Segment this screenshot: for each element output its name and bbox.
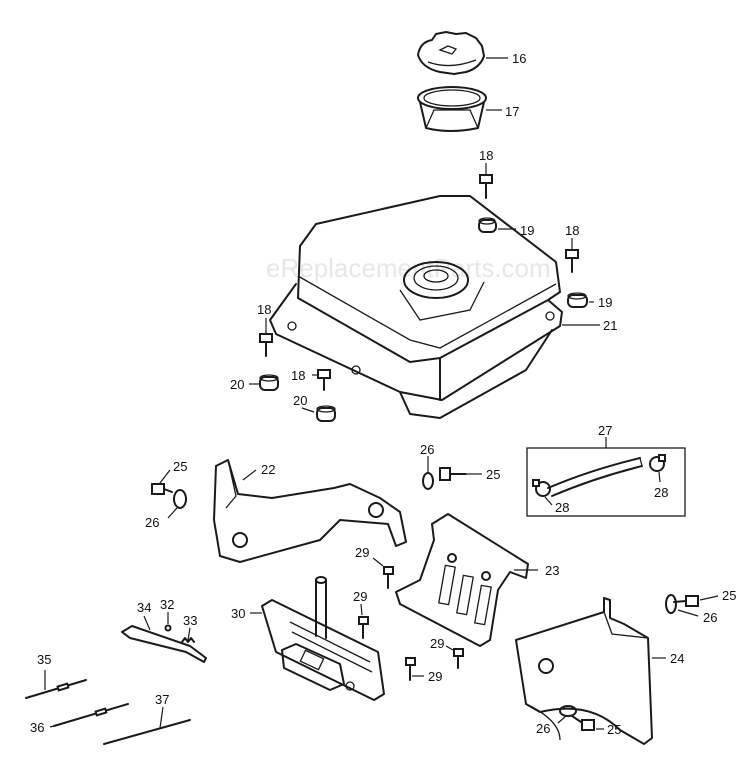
callout-16[interactable]: 16 — [512, 51, 526, 66]
leader-26-bottom — [557, 715, 567, 724]
callout-25-left[interactable]: 25 — [173, 459, 187, 474]
choke-lever-part-34[interactable] — [121, 625, 207, 663]
callout-27[interactable]: 27 — [598, 423, 612, 438]
screw-part-29-c[interactable] — [453, 648, 464, 669]
fuel-strainer-part-17[interactable] — [417, 86, 487, 132]
leader-26-right — [677, 609, 699, 617]
callout-36[interactable]: 36 — [30, 720, 44, 735]
fuel-tank-part-21[interactable] — [269, 195, 563, 419]
side-cover-part-24[interactable] — [515, 597, 653, 745]
callout-25-right[interactable]: 25 — [722, 588, 736, 603]
callout-26-left[interactable]: 26 — [145, 515, 159, 530]
spacer-part-20-lower[interactable] — [316, 405, 336, 422]
callout-19-right[interactable]: 19 — [598, 295, 612, 310]
spring-part-33[interactable] — [181, 637, 195, 643]
hose-clamp-part-28-left[interactable] — [532, 479, 551, 497]
callout-18-lower[interactable]: 18 — [291, 368, 305, 383]
tank-bracket-part-22[interactable] — [213, 459, 407, 563]
leader-28-right — [658, 471, 661, 483]
bolt-part-25-bottom[interactable] — [571, 715, 595, 731]
leader-33 — [187, 627, 191, 641]
washer-part-26-mid[interactable] — [422, 472, 434, 490]
leader-36 — [49, 724, 59, 728]
callout-32[interactable]: 32 — [160, 597, 174, 612]
bolt-part-18-top[interactable] — [479, 163, 493, 199]
screw-part-29-b[interactable] — [358, 616, 369, 639]
leader-22 — [242, 469, 257, 481]
bolt-part-18-lower[interactable] — [312, 369, 331, 391]
leader-37 — [159, 706, 164, 729]
washer-part-26-left[interactable] — [173, 489, 187, 509]
fuel-cap-part-16[interactable] — [417, 31, 485, 75]
watermark-text: eReplacementParts.com — [266, 253, 551, 283]
callout-19-top[interactable]: 19 — [520, 223, 534, 238]
callout-22[interactable]: 22 — [261, 462, 275, 477]
cable-part-37[interactable] — [103, 719, 191, 745]
bolt-part-25-mid[interactable] — [439, 467, 467, 481]
leader-26-left — [167, 507, 178, 519]
callout-26-mid[interactable]: 26 — [420, 442, 434, 457]
leader-28-left — [544, 496, 553, 506]
spacer-part-20-left[interactable] — [259, 374, 279, 391]
pin-part-32[interactable] — [164, 624, 172, 632]
callout-29-b[interactable]: 29 — [353, 589, 367, 604]
callout-24[interactable]: 24 — [670, 651, 684, 666]
callout-34[interactable]: 34 — [137, 600, 151, 615]
leader-20-lower — [301, 407, 315, 413]
leader-25-left — [159, 469, 171, 484]
callout-29-d[interactable]: 29 — [428, 669, 442, 684]
control-plate-part-30[interactable] — [261, 576, 385, 701]
callout-28-right[interactable]: 28 — [654, 485, 668, 500]
callout-33[interactable]: 33 — [183, 613, 197, 628]
callout-29-a[interactable]: 29 — [355, 545, 369, 560]
leader-29-a — [372, 557, 384, 567]
callout-30[interactable]: 30 — [231, 606, 245, 621]
leader-29-c — [445, 645, 454, 651]
spacer-part-19-top[interactable] — [478, 217, 497, 233]
bolt-part-18-right[interactable] — [565, 238, 579, 273]
cable-part-35[interactable] — [25, 679, 87, 699]
callout-20-left[interactable]: 20 — [230, 377, 244, 392]
bolt-part-25-left[interactable] — [151, 483, 173, 495]
spacer-part-19-right[interactable] — [567, 292, 588, 308]
callout-23[interactable]: 23 — [545, 563, 559, 578]
callout-25-bottom[interactable]: 25 — [607, 722, 621, 737]
callout-21[interactable]: 21 — [603, 318, 617, 333]
hose-clamp-part-28-right[interactable] — [649, 454, 666, 472]
screw-part-29-d[interactable] — [405, 657, 416, 681]
leader-34 — [143, 615, 151, 631]
mounting-plate-part-23[interactable] — [395, 513, 529, 647]
callout-28-left[interactable]: 28 — [555, 500, 569, 515]
bolt-part-18-left[interactable] — [259, 318, 273, 357]
cable-part-36[interactable] — [53, 703, 129, 727]
callout-17[interactable]: 17 — [505, 104, 519, 119]
callout-26-bottom[interactable]: 26 — [536, 721, 550, 736]
bolt-part-25-right[interactable] — [673, 595, 699, 607]
callout-20-lower[interactable]: 20 — [293, 393, 307, 408]
callout-25-mid[interactable]: 25 — [486, 467, 500, 482]
leader-25-right — [699, 595, 719, 601]
washer-part-26-bottom[interactable] — [559, 705, 577, 717]
callout-18-right[interactable]: 18 — [565, 223, 579, 238]
callout-18-left[interactable]: 18 — [257, 302, 271, 317]
callout-18-top[interactable]: 18 — [479, 148, 493, 163]
callout-35[interactable]: 35 — [37, 652, 51, 667]
callout-29-c[interactable]: 29 — [430, 636, 444, 651]
washer-part-26-right[interactable] — [665, 594, 677, 614]
callout-26-right[interactable]: 26 — [703, 610, 717, 625]
screw-part-29-a[interactable] — [383, 566, 394, 589]
leader-29-b — [360, 603, 363, 616]
callout-37[interactable]: 37 — [155, 692, 169, 707]
